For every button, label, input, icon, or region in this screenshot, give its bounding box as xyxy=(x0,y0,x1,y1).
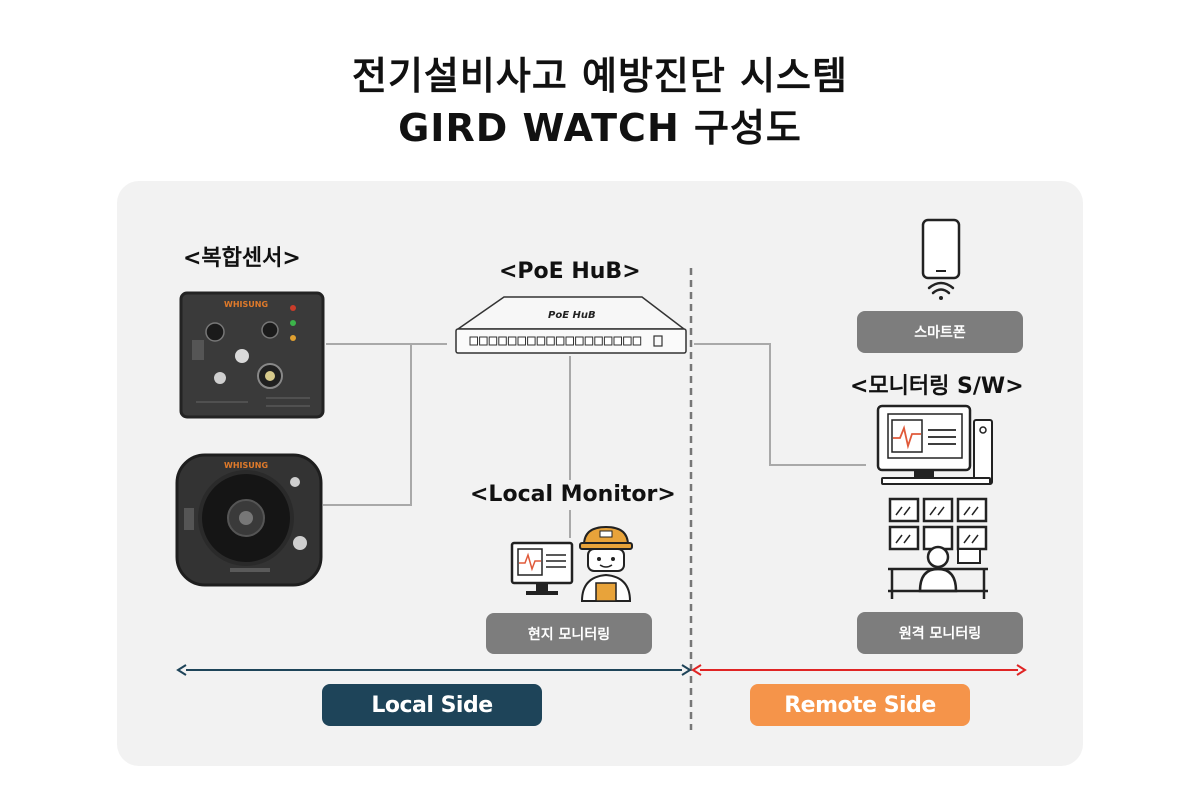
wifi-icon xyxy=(927,281,955,300)
hub-port xyxy=(632,336,642,346)
page-title: 전기설비사고 예방진단 시스템 xyxy=(352,54,848,98)
hub-port xyxy=(469,336,478,346)
video-wall-icon xyxy=(888,497,988,599)
worker-icon xyxy=(579,525,633,602)
sensor-label: <복합센서> xyxy=(183,246,301,271)
hub-port xyxy=(575,336,584,346)
poe-hub-image: PoE HuB xyxy=(455,296,687,354)
hub-port xyxy=(527,336,536,346)
hub-port xyxy=(594,336,603,346)
local-side-arrow xyxy=(176,664,692,676)
remote-side-arrow xyxy=(691,664,1027,676)
hub-port xyxy=(498,336,507,346)
hub-label: <PoE HuB> xyxy=(499,259,641,284)
local-monitoring-pill: 현지 모니터링 xyxy=(486,613,652,654)
smartphone-pill: 스마트폰 xyxy=(857,311,1023,353)
smartphone-icon xyxy=(921,218,961,300)
monitoring-workstation-icon xyxy=(876,404,993,485)
hub-port xyxy=(507,336,517,346)
hub-port xyxy=(584,336,594,346)
local-monitor-label: <Local Monitor> xyxy=(470,482,676,507)
hub-port xyxy=(488,336,498,346)
composite-sensor-image: WHISUNG xyxy=(179,291,325,419)
sensor-brand-2: WHISUNG xyxy=(224,461,268,470)
hub-device-text: PoE HuB xyxy=(548,310,596,321)
hub-port xyxy=(517,336,526,346)
local-monitor-icon xyxy=(510,525,633,602)
local-side-badge: Local Side xyxy=(322,684,542,726)
hub-port xyxy=(555,336,565,346)
sensor2-link xyxy=(323,344,412,506)
hub-to-remote-link xyxy=(694,343,866,466)
hub-port xyxy=(603,336,613,346)
hub-port xyxy=(536,336,546,346)
sensor-brand: WHISUNG xyxy=(224,300,268,309)
remote-monitoring-pill: 원격 모니터링 xyxy=(857,612,1023,654)
composite-sensor-round-image: WHISUNG xyxy=(175,453,323,587)
hub-port xyxy=(565,336,574,346)
page-subtitle: GIRD WATCH 구성도 xyxy=(398,106,802,150)
hub-ports xyxy=(469,336,642,346)
remote-side-badge: Remote Side xyxy=(750,684,970,726)
monitoring-sw-label: <모니터링 S/W> xyxy=(850,374,1024,399)
hub-port xyxy=(623,336,632,346)
hub-port xyxy=(479,336,488,346)
hub-port xyxy=(613,336,622,346)
hub-port xyxy=(546,336,555,346)
